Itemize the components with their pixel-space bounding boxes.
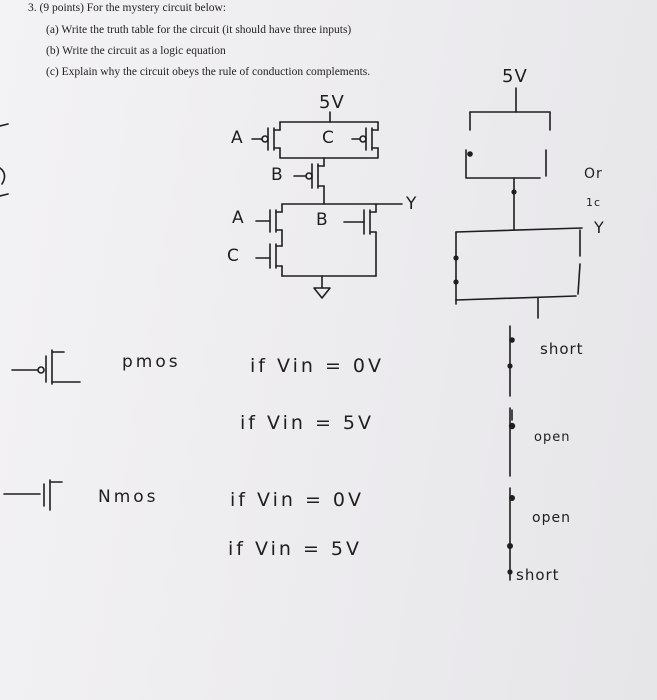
question-part-a: (a) Write the truth table for the circui… bbox=[46, 24, 352, 36]
sketch-state-1: short bbox=[540, 340, 584, 358]
pmos-rule-1: if Vin = 0V bbox=[250, 355, 384, 377]
nmos-rule-2: if Vin = 5V bbox=[228, 538, 362, 560]
question-header: 3. (9 points) For the mystery circuit be… bbox=[28, 2, 226, 14]
question-number: 3. (9 points) bbox=[28, 2, 84, 14]
sketch-supply-label: 5V bbox=[502, 66, 528, 87]
sketch-state-2: open bbox=[534, 430, 571, 445]
circuit-input-c-bot: C bbox=[227, 246, 240, 266]
sketch-state-4: short bbox=[516, 566, 560, 584]
circuit-input-c-top: C bbox=[322, 128, 335, 148]
nmos-rule-1: if Vin = 0V bbox=[230, 489, 364, 511]
pmos-rule-2: if Vin = 5V bbox=[240, 412, 374, 434]
sketch-or-note-2: 1c bbox=[586, 196, 602, 209]
circuit-output-label: Y bbox=[406, 194, 418, 214]
question-prompt: For the mystery circuit below: bbox=[86, 2, 227, 14]
question-part-b: (b) Write the circuit as a logic equatio… bbox=[46, 45, 226, 57]
sketch-output-label: Y bbox=[594, 218, 605, 237]
sketch-or-note: Or bbox=[584, 166, 603, 182]
sketch-state-3: open bbox=[532, 510, 571, 526]
circuit-input-b-bot: B bbox=[316, 210, 329, 230]
nmos-label: Nmos bbox=[98, 487, 159, 507]
circuit-supply-label: 5V bbox=[319, 92, 345, 113]
question-part-c: (c) Explain why the circuit obeys the ru… bbox=[46, 66, 371, 78]
circuit-input-a-top: A bbox=[231, 128, 244, 148]
pmos-label: pmos bbox=[122, 352, 181, 372]
circuit-input-a-bot: A bbox=[232, 208, 245, 228]
circuit-input-b-mid: B bbox=[271, 165, 284, 185]
